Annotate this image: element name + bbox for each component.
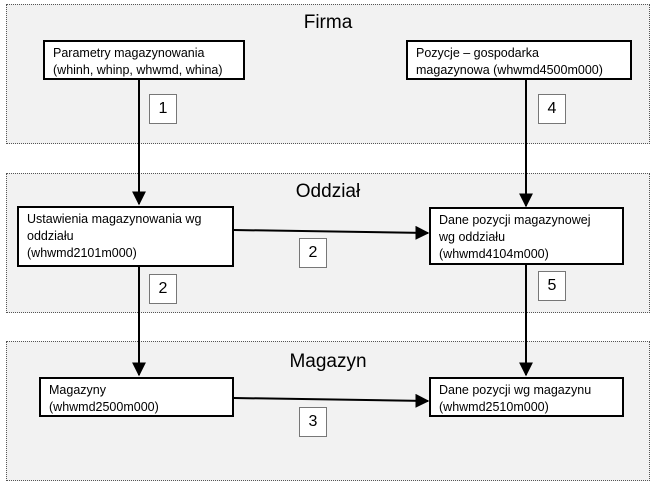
box-line: (whinh, whinp, whwmd, whina): [53, 63, 223, 77]
step-marker-2-horizontal: 2: [299, 238, 327, 268]
box-line: Parametry magazynowania: [53, 46, 205, 60]
box-line: Magazyny: [49, 383, 106, 397]
box-line: magazynowa (whwmd4500m000): [416, 63, 603, 77]
step-marker-5: 5: [538, 271, 566, 301]
step-marker-4: 4: [538, 94, 566, 124]
step-marker-3: 3: [299, 407, 327, 437]
box-parametry-magazynowania: Parametry magazynowania (whinh, whinp, w…: [43, 40, 245, 80]
zone-title-oddzial: Oddział: [295, 181, 361, 202]
zone-title-magazyn: Magazyn: [289, 351, 367, 372]
box-line: Ustawienia magazynowania wg: [27, 212, 202, 226]
box-dane-pozycji-magazyn: Dane pozycji wg magazynu (whwmd2510m000): [429, 377, 624, 417]
box-line: (whwmd2101m000): [27, 246, 137, 260]
box-magazyny: Magazyny (whwmd2500m000): [39, 377, 234, 417]
box-pozycje-gospodarka: Pozycje – gospodarka magazynowa (whwmd45…: [406, 40, 632, 80]
box-dane-pozycji-oddzial: Dane pozycji magazynowej wg oddziału (wh…: [429, 207, 624, 265]
box-line: Pozycje – gospodarka: [416, 46, 539, 60]
step-marker-1: 1: [149, 94, 177, 124]
box-line: (whwmd2510m000): [439, 400, 549, 414]
zone-title-firma: Firma: [303, 12, 353, 33]
step-marker-2-vertical: 2: [149, 274, 177, 304]
box-line: Dane pozycji wg magazynu: [439, 383, 592, 397]
box-ustawienia-magazynowania: Ustawienia magazynowania wg oddziału (wh…: [17, 206, 234, 267]
box-line: oddziału: [27, 229, 74, 243]
box-line: wg oddziału: [439, 230, 506, 244]
arrow-2-horizontal: [233, 225, 430, 240]
arrow-3: [233, 393, 430, 408]
box-line: Dane pozycji magazynowej: [439, 213, 591, 227]
box-line: (whwmd2500m000): [49, 400, 159, 414]
box-line: (whwmd4104m000): [439, 247, 549, 261]
